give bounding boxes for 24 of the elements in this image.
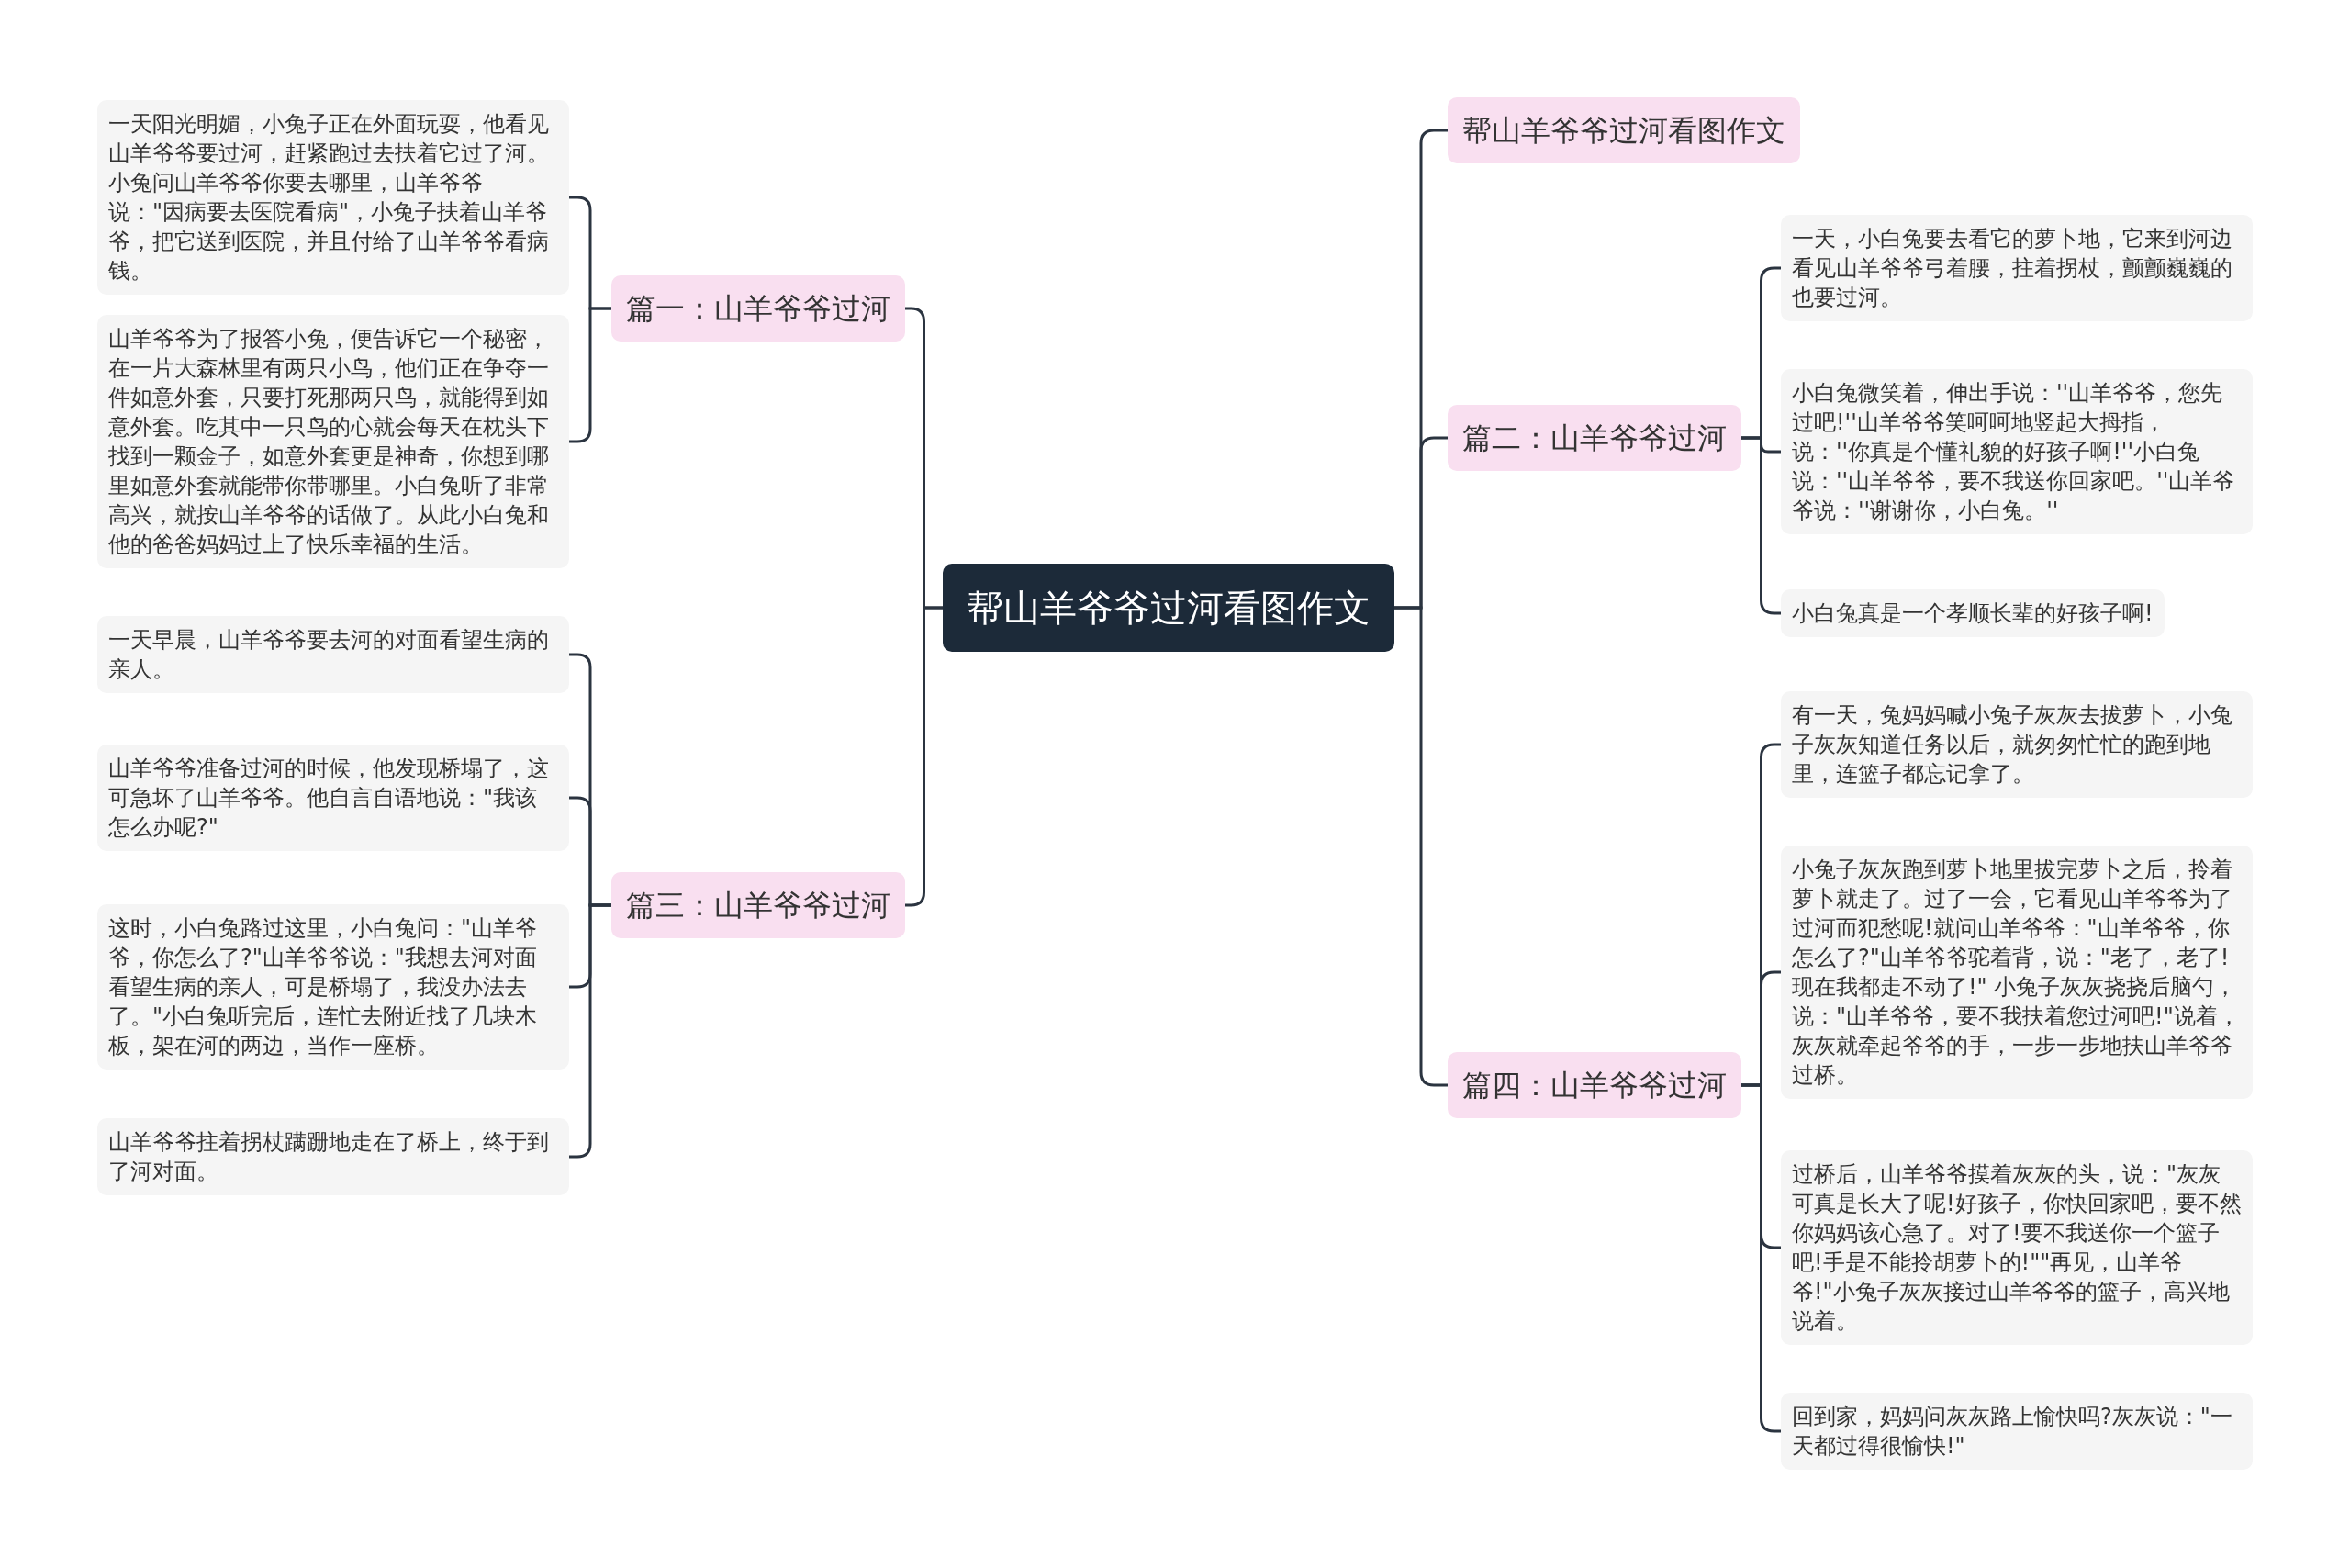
text-card: 山羊爷爷准备过河的时候，他发现桥塌了，这可急坏了山羊爷爷。他自言自语地说："我该怎么办呢?" bbox=[97, 745, 569, 851]
text-card: 一天早晨，山羊爷爷要去河的对面看望生病的亲人。 bbox=[97, 616, 569, 693]
topic-box: 帮山羊爷爷过河看图作文 bbox=[1448, 97, 1800, 163]
text-card: 小白兔微笑着，伸出手说：''山羊爷爷，您先过吧!''山羊爷爷笑呵呵地竖起大拇指，说：''你真是个懂礼貌的好孩子啊!''小白兔说：''山羊爷爷，要不我送你回家吧。''山羊爷爷说：''谢谢你，小白兔。'' bbox=[1781, 369, 2253, 534]
topic-box: 篇一：山羊爷爷过河 bbox=[611, 275, 905, 342]
text-card: 有一天，兔妈妈喊小兔子灰灰去拔萝卜，小兔子灰灰知道任务以后，就匆匆忙忙的跑到地里，连篮子都忘记拿了。 bbox=[1781, 691, 2253, 798]
connector-line bbox=[1741, 1083, 1781, 1433]
topic-box: 篇四：山羊爷爷过河 bbox=[1448, 1052, 1741, 1118]
connector-line bbox=[569, 307, 611, 443]
text-card: 小白兔真是一个孝顺长辈的好孩子啊! bbox=[1781, 589, 2165, 637]
connector-line bbox=[905, 606, 943, 907]
text-card: 山羊爷爷为了报答小兔，便告诉它一个秘密，在一片大森林里有两只小鸟，他们正在争夺一件如意外套，只要打死那两只鸟，就能得到如意外套。吃其中一只鸟的心就会每天在枕头下找到一颗金子，如意外套更是神奇，你想到哪里如意外套就能带你带哪里。小白兔听了非常高兴，就按山羊爷爷的话做了。从此小白兔和他的爸爸妈妈过上了快乐幸福的生活。 bbox=[97, 315, 569, 568]
text-card: 山羊爷爷拄着拐杖蹒跚地走在了桥上，终于到了河对面。 bbox=[97, 1118, 569, 1195]
connector-line bbox=[1741, 436, 1781, 615]
topic-box: 篇二：山羊爷爷过河 bbox=[1448, 405, 1741, 471]
text-card: 小兔子灰灰跑到萝卜地里拔完萝卜之后，拎着萝卜就走了。过了一会，它看见山羊爷爷为了过河而犯愁呢!就问山羊爷爷："山羊爷爷，你怎么了?"山羊爷爷驼着背，说："老了，老了!现在我都走不动了!" 小兔子灰灰挠挠后脑勺，说："山羊爷爷，要不我扶着您过河吧!"说着，灰灰就牵起爷爷的手，一步一步地扶山羊爷爷过桥。 bbox=[1781, 846, 2253, 1099]
connector-line bbox=[569, 903, 611, 1159]
text-card: 过桥后，山羊爷爷摸着灰灰的头，说："灰灰可真是长大了呢!好孩子，你快回家吧，要不然你妈妈该心急了。对了!要不我送你一个篮子吧!手是不能拎胡萝卜的!""再见，山羊爷爷!"小兔子灰灰接过山羊爷爷的篮子，高兴地说着。 bbox=[1781, 1150, 2253, 1345]
text-card: 回到家，妈妈问灰灰路上愉快吗?灰灰说："一天都过得很愉快!" bbox=[1781, 1393, 2253, 1470]
text-card: 一天阳光明媚，小兔子正在外面玩耍，他看见山羊爷爷要过河，赶紧跑过去扶着它过了河。小兔问山羊爷爷你要去哪里，山羊爷爷说："因病要去医院看病"，小兔子扶着山羊爷爷，把它送到医院，并且付给了山羊爷爷看病钱。 bbox=[97, 100, 569, 295]
text-card: 这时，小白兔路过这里，小白兔问："山羊爷爷，你怎么了?"山羊爷爷说："我想去河对面看望生病的亲人，可是桥塌了，我没办法去了。"小白兔听完后，连忙去附近找了几块木板，架在河的两边，当作一座桥。 bbox=[97, 904, 569, 1070]
root-topic-box: 帮山羊爷爷过河看图作文 bbox=[943, 564, 1394, 652]
topic-box: 篇三：山羊爷爷过河 bbox=[611, 872, 905, 938]
text-card: 一天，小白兔要去看它的萝卜地，它来到河边看见山羊爷爷弓着腰，拄着拐杖，颤颤巍巍的也要过河。 bbox=[1781, 215, 2253, 321]
